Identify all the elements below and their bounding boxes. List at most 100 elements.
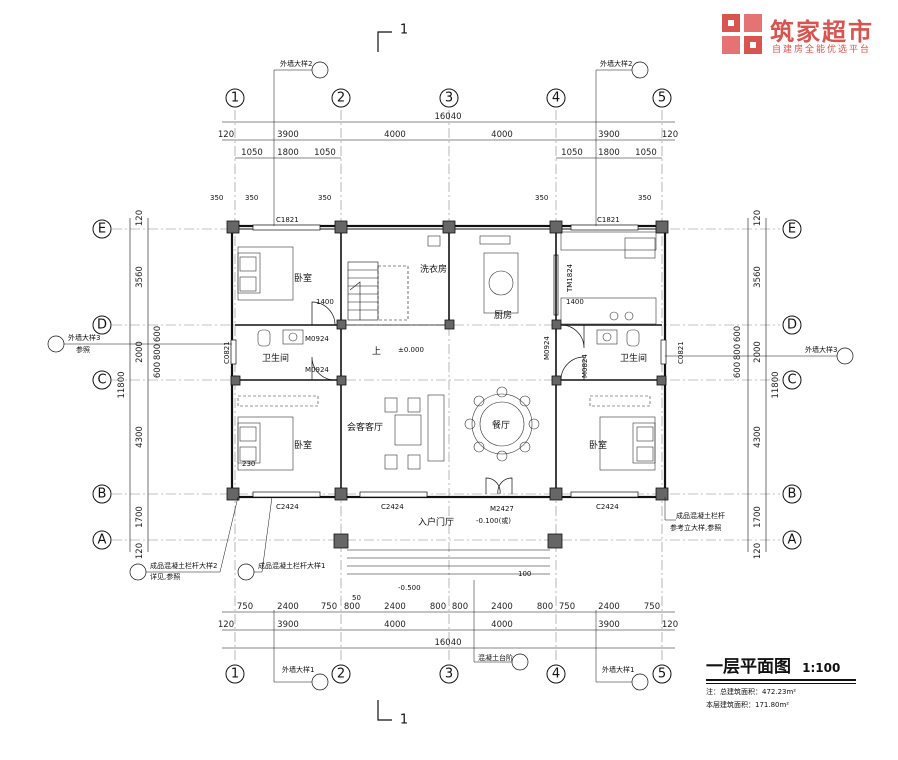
dim-top-sub-3: 1050 [314,148,336,158]
dim-top-sub-2: 1800 [277,148,299,158]
level-outside: -0.500 [398,584,421,592]
room-bedroom-1: 卧室 [294,272,312,284]
dim-right-edge-bot: 120 [753,543,763,559]
fixtures [257,231,657,347]
grid-label-bottom-4: 4 [552,667,560,682]
dim-bot-sub-1: 750 [237,602,253,612]
room-kitchen: 厨房 [494,309,512,321]
interior-walls [235,229,662,494]
callout-right: 外墙大样3 [805,345,837,354]
section-mark-bottom-label: 1 [400,713,408,728]
dim-right-sub-1: 600 [733,326,743,342]
callout-left: 外墙大样3 [68,333,100,342]
tag-m0924-3: M0924 [543,336,551,360]
grid-label-left-B: B [98,487,107,502]
tag-tm1824: TM1824 [566,263,574,293]
dimension-lines-sides [129,218,767,552]
dim-right-bay-4: 1700 [753,506,763,528]
room-entry: 入户门厅 [418,516,454,528]
dim-top-sub-4: 1050 [561,148,583,158]
grid-label-right-B: B [788,487,797,502]
dim-bot-edge-right: 120 [662,620,678,630]
dim-top-sub-6: 1050 [635,148,657,158]
callout-top-left: 外墙大样2 [280,59,312,68]
dim-left-bay-2: 2000 [135,341,145,363]
grid-label-right-C: C [787,373,796,388]
axis-lines [112,110,780,662]
drawing-title-block: 一层平面图 1:100 注：总建筑面积：472.23m² 本层建筑面积：171.… [706,652,866,710]
room-bedroom-2: 卧室 [294,439,312,451]
dim-bot-sub-8: 2400 [491,602,513,612]
dimension-lines-top [222,121,675,159]
grid-label-bottom-1: 1 [231,667,239,682]
grid-label-left-D: D [97,318,107,333]
dim-bot-bay-1: 3900 [277,620,299,630]
dim-right-total: 11800 [771,371,781,398]
brand-logo-mark [722,14,762,54]
grid-label-bottom-3: 3 [445,667,453,682]
dim-bot-sub-2: 2400 [277,602,299,612]
dim-top-sub-5: 1800 [598,148,620,158]
grid-label-right-D: D [787,318,797,333]
grid-label-top-2: 2 [337,91,345,106]
tag-c0821-left: C0821 [223,341,231,364]
tag-m0924-1: M0924 [305,335,329,343]
wall-dim-230: 230 [242,460,255,468]
tag-c1821-left: C1821 [276,216,299,224]
grid-label-bottom-5: 5 [658,667,666,682]
grid-bubbles-top [225,88,672,108]
callout-see-right: 参考立大样,参照 [670,523,721,532]
grid-label-top-4: 4 [552,91,560,106]
room-dining: 餐厅 [492,419,510,431]
doors [311,254,585,495]
dim-bot-sub-12: 750 [644,602,660,612]
dim-top-bay-3: 4000 [491,130,513,140]
dim-left-sub-1: 600 [153,326,163,342]
grid-label-left-E: E [98,222,106,237]
wall-dim-350-5: 350 [638,194,651,202]
section-mark-bottom [377,700,392,721]
callout-note-left-2: 成品混凝土栏杆大样1 [258,561,325,570]
dim-bot-bay-2: 4000 [384,620,406,630]
dim-bot-sub-11: 2400 [598,602,620,612]
dim-top-total: 16040 [434,112,461,122]
room-bathroom-1: 卫生间 [262,352,289,364]
dim-top-edge-right: 120 [662,130,678,140]
dim-top-edge-left: 120 [218,130,234,140]
dim-right-bay-1: 3560 [753,266,763,288]
dim-bot-sub-7: 800 [452,602,468,612]
dimension-lines-bottom [222,611,675,649]
tag-m0924-2: M0924 [305,366,329,374]
dim-bot-sub-4: 800 [344,602,360,612]
title-rule-thin [706,683,856,684]
wall-dim-350-3: 350 [318,194,331,202]
dim-top-sub-1: 1050 [241,148,263,158]
grid-label-right-A: A [788,533,797,548]
tag-c2424-mid: C2424 [381,503,404,511]
title-rule-thick [706,679,856,681]
grid-label-left-C: C [97,373,106,388]
bed-furniture [237,246,656,471]
tag-c2424-left: C2424 [276,503,299,511]
dim-top-bay-4: 3900 [598,130,620,140]
wall-dim-350-2: 350 [245,194,258,202]
grid-bubbles-sides [92,219,802,550]
dim-bot-sub-3: 750 [321,602,337,612]
callout-top-right: 外墙大样2 [600,59,632,68]
level-floor: ±0.000 [398,346,424,354]
drawing-title: 一层平面图 [706,657,791,677]
grid-label-top-3: 3 [445,91,453,106]
wall-dim-1400-left: 1400 [316,298,334,306]
structural-columns [226,220,669,549]
dim-top-bay-1: 3900 [277,130,299,140]
drawing-scale: 1:100 [802,661,841,675]
tag-c1821-right: C1821 [597,216,620,224]
tag-c2424-right: C2424 [596,503,619,511]
callout-note-right: 成品混凝土栏杆 [676,511,725,520]
dim-bot-sub-10: 750 [559,602,575,612]
callout-note-left-1: 成品混凝土栏杆大样2 [150,561,217,570]
dim-right-bay-3: 4300 [753,426,763,448]
dim-right-edge-top: 120 [753,210,763,226]
grid-label-top-1: 1 [231,91,239,106]
grid-label-right-E: E [788,222,796,237]
